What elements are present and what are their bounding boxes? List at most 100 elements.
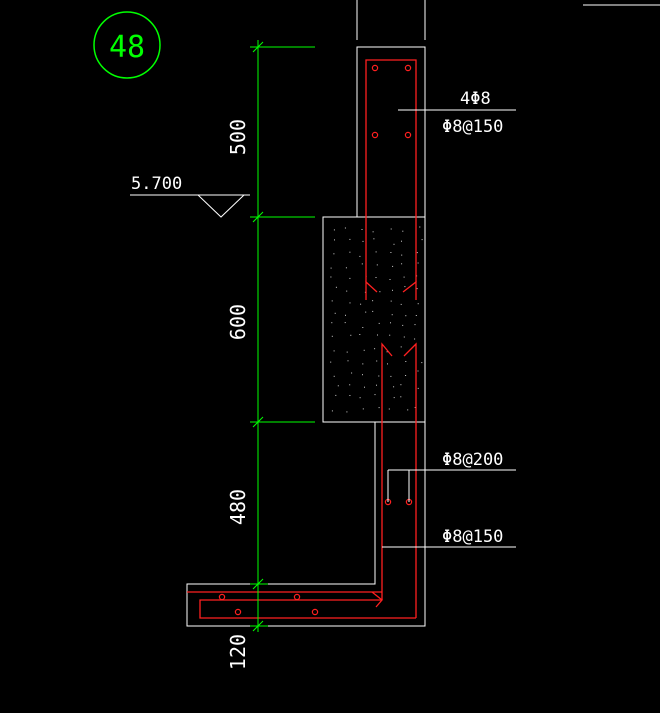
- top-edge-lines: [356, 0, 660, 40]
- hatch-dot: [347, 360, 349, 362]
- hatch-dot: [417, 387, 419, 389]
- hatch-dot: [350, 334, 352, 336]
- hatch-dot: [401, 263, 403, 265]
- hatch-dot: [334, 312, 336, 314]
- lower-l-outline: [186, 422, 426, 627]
- hatch-dot: [359, 334, 361, 335]
- hatch-dot: [331, 322, 333, 324]
- tick-mark: [252, 620, 264, 632]
- hatch-dot: [403, 276, 405, 278]
- detail-callout-circle: [93, 11, 161, 79]
- concrete-hatch: [330, 226, 423, 413]
- tick-mark: [252, 416, 264, 428]
- hatch-dot: [349, 302, 351, 304]
- upper-hook-left: [365, 280, 378, 300]
- hatch-dot: [372, 300, 374, 302]
- hatch-dot: [372, 231, 374, 233]
- hatch-dot: [378, 375, 380, 377]
- hatch-dot: [402, 230, 404, 232]
- hatch-dot: [331, 410, 333, 412]
- hatch-dot: [400, 303, 402, 305]
- hatch-dot: [362, 240, 364, 242]
- hatch-dot: [388, 408, 390, 410]
- hatch-dot: [421, 239, 423, 241]
- hatch-dot: [331, 335, 333, 337]
- hatch-dot: [390, 252, 392, 253]
- hatch-dot: [393, 243, 395, 245]
- hatch-dot: [389, 334, 391, 336]
- hatch-dot: [414, 338, 416, 340]
- hatch-dot: [362, 374, 363, 376]
- hatch-dot: [405, 315, 407, 317]
- hatch-dot: [373, 238, 375, 240]
- hatch-dot: [372, 310, 374, 312]
- rebar-dot: [371, 64, 379, 72]
- lower-hook-left: [381, 342, 393, 362]
- hatch-dot: [344, 322, 346, 324]
- hatch-dot: [361, 263, 363, 265]
- rebar-dot: [404, 131, 412, 139]
- hatch-dot: [335, 286, 337, 288]
- detail-number: 48: [109, 30, 145, 65]
- hatch-dot: [378, 407, 380, 409]
- hatch-dot: [417, 370, 419, 372]
- hatch-dot: [377, 334, 378, 336]
- hatch-dot: [344, 227, 346, 229]
- hatch-dot: [360, 303, 362, 305]
- hatch-dot: [361, 229, 363, 230]
- hatch-dot: [376, 264, 378, 266]
- hatch-dot: [421, 362, 423, 364]
- dimension-base: 120: [226, 634, 250, 670]
- hatch-dot: [334, 239, 335, 241]
- hatch-dot: [359, 397, 361, 399]
- hatch-dot: [400, 396, 402, 398]
- rebar-dot: [293, 593, 301, 601]
- hatch-dot: [351, 372, 353, 374]
- hatch-dot: [362, 408, 364, 410]
- hatch-dot: [333, 253, 335, 255]
- hatch-dot: [333, 229, 335, 231]
- hatch-dot: [390, 322, 391, 324]
- upper-stirrup: [365, 59, 417, 282]
- label-lower-stirrup: Φ8@200: [442, 450, 503, 470]
- hatch-dot: [374, 348, 376, 350]
- hatch-dot: [363, 349, 365, 351]
- hatch-dot: [415, 315, 417, 316]
- hatch-dot: [375, 251, 377, 253]
- hatch-dot: [402, 324, 404, 326]
- hatch-dot: [333, 375, 335, 377]
- rebar-dot: [371, 131, 379, 139]
- hatch-dot: [378, 322, 380, 324]
- tick-mark: [252, 41, 264, 53]
- hatch-dot: [393, 386, 395, 388]
- hatch-dot: [345, 314, 346, 316]
- rebar-dot: [404, 64, 412, 72]
- hatch-dot: [403, 336, 405, 338]
- dimension-labels: 500 600 480 120: [226, 119, 250, 670]
- hatch-dot: [387, 363, 388, 365]
- hatch-dot: [390, 300, 392, 302]
- hatch-dot: [416, 288, 418, 290]
- upper-wall-outline: [356, 46, 426, 217]
- hatch-dot: [376, 384, 377, 386]
- hatch-dot: [337, 385, 339, 387]
- hatch-dot: [331, 300, 333, 302]
- hatch-dot: [400, 346, 402, 348]
- lower-hook-right: [403, 342, 417, 362]
- hatch-dot: [330, 267, 332, 269]
- hatch-dot: [401, 254, 403, 256]
- hatch-dot: [374, 394, 376, 396]
- hatch-dot: [416, 252, 418, 254]
- rebar-callouts: [382, 109, 516, 548]
- dimension-middle: 600: [226, 304, 250, 340]
- hatch-dot: [349, 384, 351, 386]
- label-top-stirrup: Φ8@150: [442, 117, 503, 137]
- hatch-dot: [376, 360, 378, 362]
- hatch-dot: [392, 289, 393, 291]
- rebar-dots: [218, 64, 413, 616]
- hatch-dot: [401, 240, 402, 242]
- hatch-dot: [346, 351, 348, 353]
- hatch-dot: [392, 265, 394, 267]
- level-mark-text: 5.700: [131, 174, 182, 194]
